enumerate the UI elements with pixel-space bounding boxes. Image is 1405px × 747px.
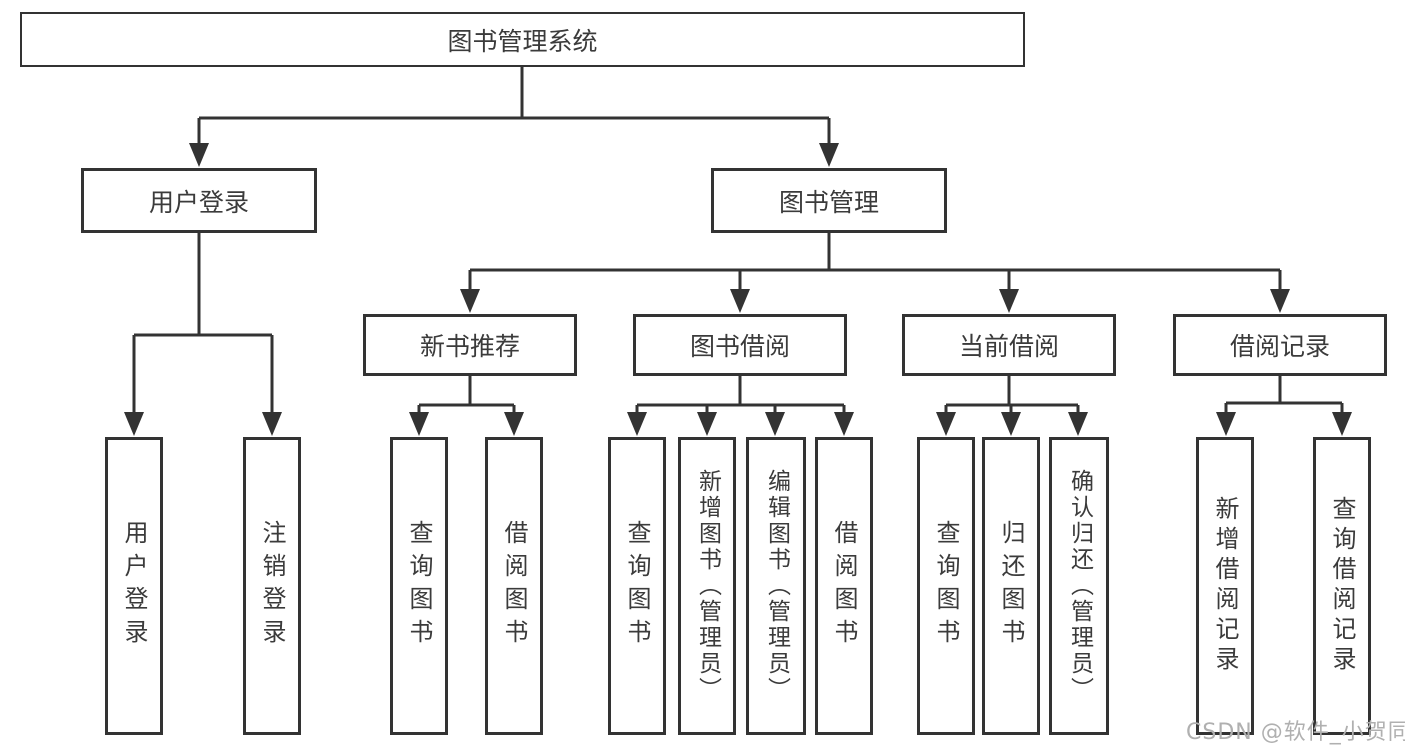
connector-borrowrecords-to-leaves — [1224, 376, 1344, 419]
leaf-borrow-books-label: 借阅图书 — [830, 520, 858, 652]
leaf-user-login-label: 用户登录 — [120, 520, 148, 652]
arrowheads-level2 — [189, 143, 839, 167]
connector-userlogin-to-leaves — [132, 233, 274, 419]
node-new-book-recommend-label: 新书推荐 — [419, 332, 520, 361]
node-book-management: 图书管理 — [711, 168, 947, 233]
node-current-borrow-label: 当前借阅 — [958, 332, 1059, 361]
leaf-query-books-recommend-label: 查询图书 — [405, 520, 433, 652]
leaf-query-books-borrow: 查询图书 — [608, 437, 666, 735]
node-root: 图书管理系统 — [20, 12, 1025, 67]
leaf-user-login: 用户登录 — [105, 437, 163, 735]
leaf-edit-books-admin-label: 编辑图书（管理员） — [763, 469, 790, 703]
csdn-watermark: CSDN @软件_小贺同学 — [1186, 720, 1405, 745]
leaf-add-books-admin: 新增图书（管理员） — [678, 437, 736, 735]
node-user-login: 用户登录 — [81, 168, 317, 233]
node-current-borrow: 当前借阅 — [902, 314, 1116, 376]
leaf-borrow-books-recommend-label: 借阅图书 — [500, 520, 528, 652]
leaf-query-books-current-label: 查询图书 — [932, 520, 960, 652]
connector-newbook-to-leaves — [417, 376, 516, 419]
node-book-borrow-label: 图书借阅 — [689, 332, 790, 361]
leaf-borrow-books-recommend: 借阅图书 — [485, 437, 543, 735]
node-new-book-recommend: 新书推荐 — [363, 314, 577, 376]
node-borrow-records-label: 借阅记录 — [1229, 332, 1330, 361]
node-user-login-label: 用户登录 — [148, 187, 249, 217]
leaf-query-books-borrow-label: 查询图书 — [623, 520, 651, 652]
leaf-return-books: 归还图书 — [982, 437, 1040, 735]
node-root-label: 图书管理系统 — [447, 26, 598, 56]
leaf-query-books-current: 查询图书 — [917, 437, 975, 735]
leaf-edit-books-admin: 编辑图书（管理员） — [746, 437, 806, 735]
leaf-confirm-return-admin: 确认归还（管理员） — [1049, 437, 1109, 735]
leaf-query-borrow-record-label: 查询借阅记录 — [1328, 496, 1356, 676]
connector-bookborrow-to-leaves — [635, 376, 846, 419]
leaf-return-books-label: 归还图书 — [997, 520, 1025, 652]
leaf-add-books-admin-label: 新增图书（管理员） — [694, 469, 721, 703]
node-borrow-records: 借阅记录 — [1173, 314, 1387, 376]
arrowheads-leaves — [124, 412, 1352, 436]
arrowheads-level3 — [460, 289, 1290, 313]
connector-bookmgmt-to-level3 — [468, 233, 1282, 296]
node-book-management-label: 图书管理 — [778, 187, 879, 217]
leaf-borrow-books: 借阅图书 — [815, 437, 873, 735]
node-book-borrow: 图书借阅 — [633, 314, 847, 376]
leaf-query-books-recommend: 查询图书 — [390, 437, 448, 735]
leaf-logout: 注销登录 — [243, 437, 301, 735]
leaf-query-borrow-record: 查询借阅记录 — [1313, 437, 1371, 735]
leaf-add-borrow-record-label: 新增借阅记录 — [1211, 496, 1239, 676]
leaf-confirm-return-admin-label: 确认归还（管理员） — [1066, 469, 1093, 703]
connector-root-to-level2 — [197, 67, 831, 150]
leaf-add-borrow-record: 新增借阅记录 — [1196, 437, 1254, 735]
leaf-logout-label: 注销登录 — [258, 520, 286, 652]
